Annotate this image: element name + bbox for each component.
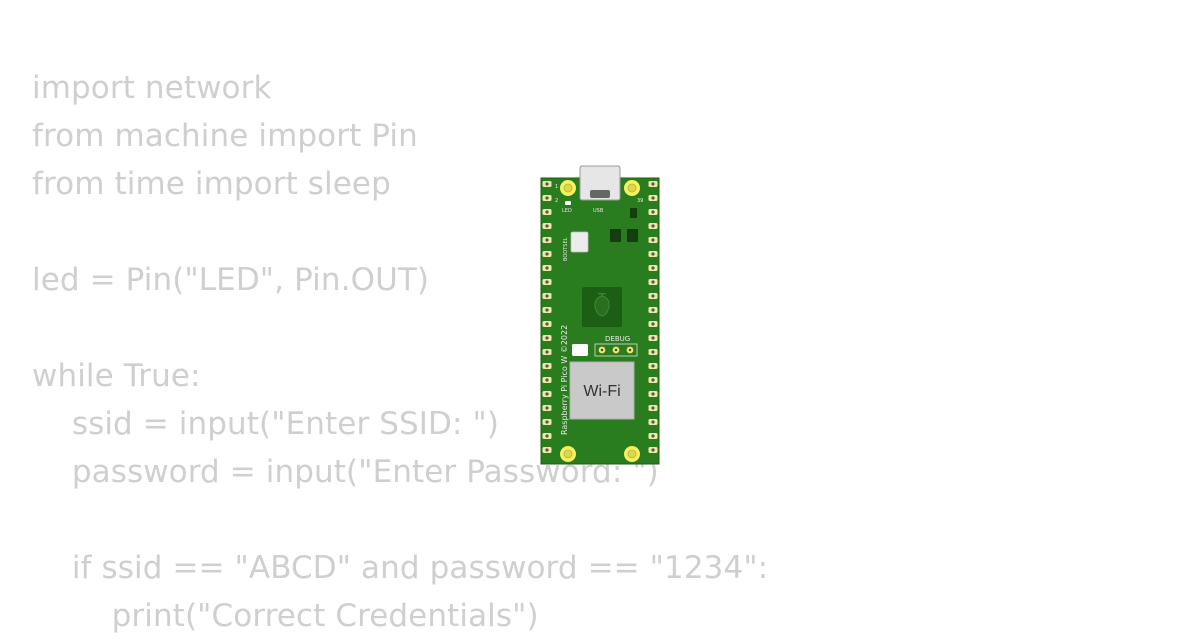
- debug-header: [594, 343, 638, 357]
- pin-hole: [651, 238, 655, 242]
- pin-hole: [545, 434, 549, 438]
- pin-hole: [651, 336, 655, 340]
- pin-hole: [545, 406, 549, 410]
- pin-hole: [545, 392, 549, 396]
- pin-2-label: 2: [555, 198, 558, 204]
- mount-hole-center: [627, 183, 637, 193]
- code-listing: import network from machine import Pin f…: [32, 64, 768, 640]
- pico-w-board[interactable]: 1 2 39 LED USB BOOTSEL DEBUG Wi-Fi Raspb…: [536, 160, 664, 470]
- pin-hole: [545, 252, 549, 256]
- code-line: while True:: [32, 358, 201, 394]
- wifi-shield: [569, 361, 635, 420]
- pin-hole: [545, 280, 549, 284]
- raspberry-logo-icon: [594, 292, 610, 317]
- wifi-label: Wi-Fi: [583, 383, 620, 400]
- pin-hole: [545, 266, 549, 270]
- right-pin-header: [648, 181, 658, 453]
- mount-hole-center: [627, 449, 637, 459]
- pin-hole: [545, 378, 549, 382]
- pin-39-label: 39: [637, 198, 643, 204]
- pin-hole: [545, 350, 549, 354]
- pin-hole: [651, 252, 655, 256]
- component: [610, 229, 621, 242]
- pin-hole: [545, 210, 549, 214]
- code-line: print("Correct Credentials"): [32, 598, 539, 634]
- code-line: ssid = input("Enter SSID: "): [32, 406, 500, 442]
- mount-hole-center: [563, 449, 573, 459]
- pin-hole: [651, 406, 655, 410]
- led-label: LED: [562, 208, 572, 214]
- usb-connector[interactable]: [579, 165, 621, 201]
- pin-hole: [651, 280, 655, 284]
- code-line: led = Pin("LED", Pin.OUT): [32, 262, 430, 298]
- debug-label: DEBUG: [605, 335, 630, 343]
- board-side-text: Raspberry Pi Pico W ©2022: [560, 325, 569, 435]
- pin-hole: [545, 224, 549, 228]
- pin-hole: [545, 308, 549, 312]
- pin-hole: [545, 294, 549, 298]
- component: [627, 229, 638, 242]
- pin-hole: [651, 350, 655, 354]
- pin-hole: [651, 308, 655, 312]
- usb-label: USB: [593, 208, 604, 214]
- pin-hole: [545, 238, 549, 242]
- led: [565, 201, 571, 205]
- debug-pin: [628, 348, 632, 352]
- usb-port: [590, 190, 610, 198]
- pin-hole: [545, 182, 549, 186]
- pin-hole: [651, 294, 655, 298]
- code-line: import network: [32, 70, 272, 106]
- debug-pin: [614, 348, 618, 352]
- pin-hole: [651, 420, 655, 424]
- pin-hole: [545, 420, 549, 424]
- left-pin-header: [542, 181, 552, 453]
- pin-hole: [651, 322, 655, 326]
- pin-hole: [545, 448, 549, 452]
- component: [630, 208, 637, 218]
- pin-hole: [545, 322, 549, 326]
- code-line: from machine import Pin: [32, 118, 418, 154]
- pin-hole: [651, 182, 655, 186]
- pin-hole: [651, 392, 655, 396]
- code-line: if ssid == "ABCD" and password == "1234"…: [32, 550, 769, 586]
- white-component: [572, 344, 588, 356]
- pin-hole: [545, 364, 549, 368]
- pin-hole: [651, 210, 655, 214]
- pin-hole: [651, 196, 655, 200]
- code-line: [32, 496, 768, 544]
- pin-hole: [545, 196, 549, 200]
- pin-hole: [545, 336, 549, 340]
- pin-1-label: 1: [555, 184, 558, 190]
- pin-hole: [651, 378, 655, 382]
- pin-hole: [651, 364, 655, 368]
- mount-hole-center: [563, 183, 573, 193]
- bootsel-button[interactable]: [570, 231, 589, 253]
- debug-pin: [600, 348, 604, 352]
- pin-hole: [651, 434, 655, 438]
- pin-hole: [651, 224, 655, 228]
- code-line: from time import sleep: [32, 166, 391, 202]
- pin-hole: [651, 266, 655, 270]
- bootsel-label: BOOTSEL: [563, 237, 569, 261]
- pin-hole: [651, 448, 655, 452]
